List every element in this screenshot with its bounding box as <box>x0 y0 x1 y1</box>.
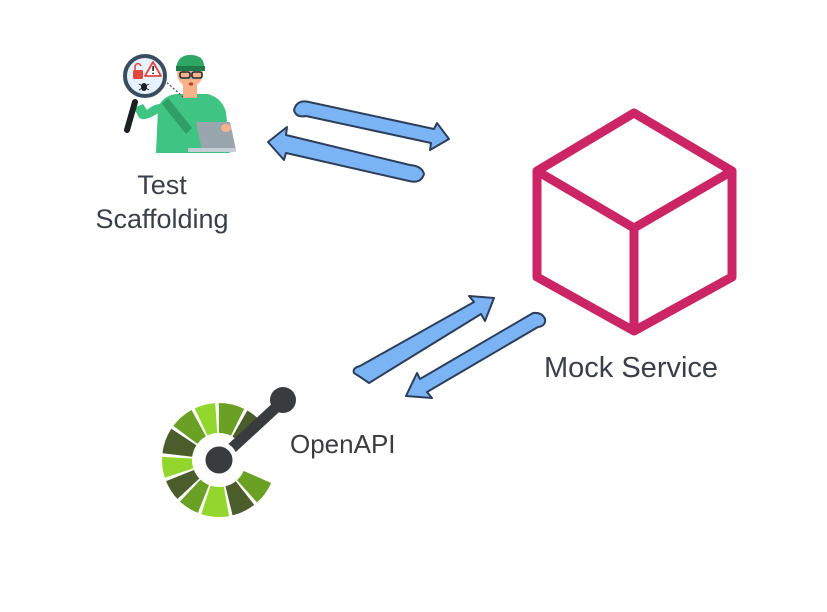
openapi-ring-segment <box>225 481 255 516</box>
openapi-ring-segment <box>162 456 194 478</box>
test-scaffolding-label-line2: Scaffolding <box>95 204 229 234</box>
test-scaffolding-label-line1: Test <box>137 170 187 200</box>
openapi-ring-segment <box>236 470 272 503</box>
openapi-logo <box>162 387 296 517</box>
mock-service-label: Mock Service <box>544 352 719 384</box>
tester-with-magnifier-icon <box>123 54 236 153</box>
openapi-ring-segment <box>201 485 230 517</box>
test-scaffolding-label: Test Scaffolding <box>82 168 242 236</box>
openapi-pointer-hub <box>200 441 238 479</box>
arrows <box>267 100 547 399</box>
openapi-ring-segment <box>218 403 245 436</box>
openapi-ring-segment <box>179 479 209 513</box>
openapi-pointer-knob <box>270 387 296 413</box>
openapi-label: OpenAPI <box>290 429 396 459</box>
arrow-test-to-mock <box>293 100 450 151</box>
openapi-ring-segment <box>173 410 206 444</box>
openapi-ring-segment <box>194 403 218 436</box>
cube-icon <box>532 108 737 336</box>
openapi-ring-segment <box>162 428 197 457</box>
arrow-mock-to-test <box>267 126 425 183</box>
arrow-openapi-to-mock <box>352 295 495 384</box>
arrow-mock-to-openapi <box>405 311 547 399</box>
openapi-ring-segment <box>166 470 200 500</box>
